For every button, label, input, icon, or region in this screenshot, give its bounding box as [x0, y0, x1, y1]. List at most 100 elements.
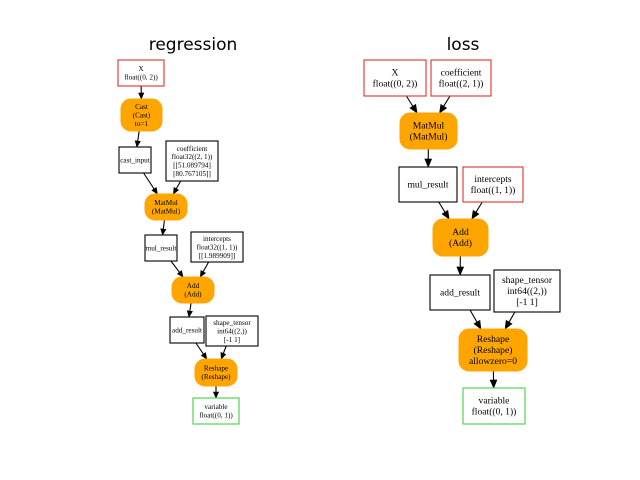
plain-node-shape — [493, 269, 561, 313]
node-label-line: Add — [452, 227, 469, 238]
node-label-line: add_result — [440, 288, 480, 299]
node-label-line: (Cast) — [133, 111, 151, 119]
plain-node-shape — [165, 140, 219, 182]
node-label-line: int64((2,)) — [507, 286, 547, 297]
output-node-shape — [462, 387, 526, 425]
node-label-line: MatMul — [413, 121, 445, 132]
input-node-shape — [430, 59, 492, 97]
panel-title-loss: loss — [447, 35, 480, 55]
node-label-line: Add — [187, 282, 200, 290]
node-label-line: (MatMul) — [410, 132, 448, 143]
op-node-shape — [399, 112, 458, 150]
input-node-shape — [462, 166, 524, 203]
edge-mul_result-to-Add — [170, 260, 184, 278]
op-node-shape — [120, 98, 163, 132]
node-label-line: cast_input — [120, 156, 150, 164]
plain-node-shape — [169, 316, 205, 344]
node-label-line: (MatMul) — [152, 208, 181, 216]
edge-Add-to-add_result — [456, 255, 465, 276]
node-label-line: [-1 1] — [516, 297, 538, 308]
node-label-line: float((0, 1)) — [472, 407, 517, 418]
node-label-line: Reshape — [204, 365, 228, 373]
node-label-line: mul_result — [146, 244, 177, 252]
node-label-line: intercepts — [474, 174, 512, 185]
node-label-line: add_result — [172, 326, 202, 334]
node-label-line: (Reshape) — [201, 373, 231, 381]
node-label-line: shape_tensor — [213, 319, 251, 327]
edge-Cast-to-cast_input — [134, 130, 141, 148]
node-label-line: int64((2,)) — [217, 327, 247, 335]
op-node-shape — [432, 218, 489, 257]
node-label-line: variable — [479, 396, 510, 407]
edge-coefficient-to-MatMul — [439, 95, 451, 114]
panel-title-regression: regression — [149, 35, 238, 55]
node-label-line: MatMul — [154, 199, 178, 207]
node-label-line: float((0, 2)) — [124, 74, 158, 82]
plain-node-shape — [398, 166, 458, 203]
node-label-line: [80.767105]] — [173, 170, 211, 178]
edge-MatMul-to-mul_result — [160, 219, 167, 236]
edge-Reshape-to-variable — [212, 386, 220, 399]
node-label-line: float((1, 1)) — [471, 185, 516, 196]
node-label-line: mul_result — [407, 180, 448, 191]
node-add: Add(Add) — [171, 276, 215, 304]
plain-node-shape — [205, 315, 259, 347]
node-label-line: allowzero=0 — [469, 356, 517, 367]
op-node-shape — [171, 276, 215, 304]
op-node-shape — [458, 328, 528, 372]
input-node-shape — [363, 59, 427, 97]
input-node-shape — [117, 59, 165, 87]
plain-node-shape — [144, 234, 178, 262]
edge-cast_input-to-MatMul — [143, 172, 158, 195]
node-label-line: variable — [204, 403, 227, 411]
node-cast-input: cast_input — [118, 146, 152, 174]
op-node-shape — [194, 358, 238, 387]
node-label-line: [-1 1] — [224, 336, 240, 344]
edge-X-to-Cast — [138, 85, 145, 100]
edge-X-to-MatMul — [405, 95, 418, 114]
node-label-line: shape_tensor — [502, 275, 553, 286]
node-reshape: Reshape(Reshape) — [194, 358, 238, 387]
node-label-line: float32((2, 1)) — [172, 153, 213, 161]
node-label-line: float((0, 1)) — [199, 412, 233, 420]
edge-add_result-to-Reshape — [469, 309, 482, 330]
node-add: Add(Add) — [432, 218, 489, 257]
node-label-line: float((0, 2)) — [373, 79, 418, 90]
plain-node-shape — [118, 146, 152, 174]
node-label-line: Reshape — [477, 334, 510, 345]
node-label-line: float((2, 1)) — [439, 79, 484, 90]
node-label-line: to=1 — [135, 120, 149, 128]
node-label-line: coefficient — [177, 145, 208, 153]
edge-Add-to-add_result — [186, 302, 193, 318]
node-add-result: add_result — [169, 316, 205, 344]
node-label-line: [[51.089794] — [173, 162, 211, 170]
node-label-line: coefficient — [441, 68, 482, 79]
node-cast: Cast(Cast)to=1 — [120, 98, 163, 132]
node-label-line: (Add) — [184, 291, 202, 299]
op-node-shape — [144, 193, 188, 221]
node-reshape: Reshape(Reshape)allowzero=0 — [458, 328, 528, 372]
edge-shape_tensor-to-Reshape — [504, 311, 516, 330]
edge-coefficient-to-MatMul — [172, 180, 182, 195]
edge-intercepts-to-Add — [199, 261, 210, 278]
node-label-line: X — [392, 68, 399, 79]
edge-intercepts-to-Add — [471, 201, 483, 220]
edge-mul_result-to-Add — [438, 201, 450, 220]
node-mul-result: mul_result — [144, 234, 178, 262]
node-matmul: MatMul(MatMul) — [399, 112, 458, 150]
node-label-line: intercepts — [203, 235, 231, 243]
node-label-line: X — [138, 65, 144, 73]
node-label-line: (Reshape) — [474, 345, 513, 356]
edge-Reshape-to-variable — [489, 370, 498, 389]
plain-node-shape — [190, 231, 244, 263]
